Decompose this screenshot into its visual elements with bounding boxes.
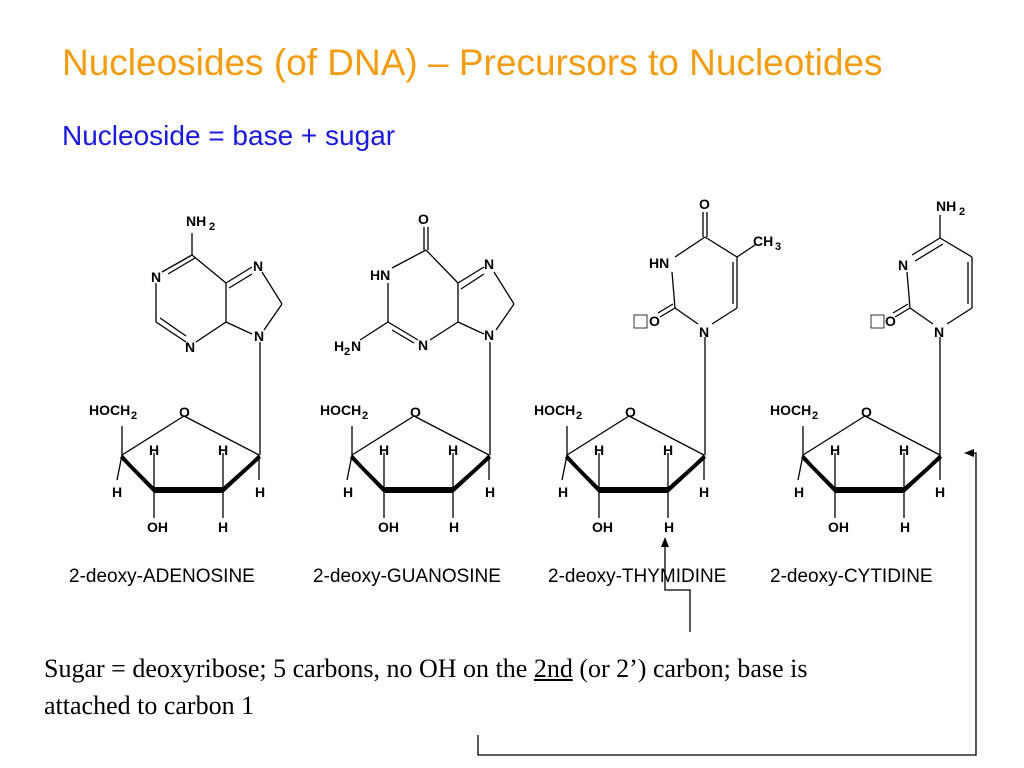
hoch2-label: HOCH [770, 402, 811, 418]
svg-text:H: H [899, 442, 909, 458]
n1-label: N [699, 324, 709, 340]
arrowhead-up-icon [661, 537, 669, 547]
svg-text:H: H [594, 442, 604, 458]
ring-oxygen-label: O [625, 404, 636, 420]
hoch2-label: HOCH [534, 402, 575, 418]
methyl-group-label: CH [753, 233, 773, 249]
svg-text:H: H [830, 442, 840, 458]
slide-subtitle: Nucleoside = base + sugar [62, 120, 396, 151]
sugar-note: Sugar = deoxyribose; 5 carbons, no OH on… [44, 654, 808, 720]
svg-text:2: 2 [812, 410, 818, 422]
n1-label: N [934, 324, 944, 340]
thymidine-structure: O CH 3 HN O N HOCH 2 O H H H H OH H [534, 196, 781, 535]
n3-label: N [418, 337, 428, 353]
n7-label: N [484, 256, 494, 272]
n3-label: N [185, 339, 195, 355]
svg-text:2: 2 [131, 410, 137, 422]
n9-label: N [484, 327, 494, 343]
carbonyl-oxygen-label: O [418, 211, 429, 227]
svg-text:H: H [935, 484, 945, 500]
ring-oxygen-label: O [861, 404, 872, 420]
svg-text:H: H [794, 484, 804, 500]
svg-text:H: H [343, 484, 353, 500]
svg-text:2: 2 [959, 206, 965, 218]
n3h-label: HN [649, 255, 669, 271]
svg-text:H: H [558, 484, 568, 500]
n1h-label: HN [370, 267, 390, 283]
svg-text:3: 3 [775, 241, 781, 253]
amino-group-label: NH [186, 213, 206, 229]
svg-text:2: 2 [209, 221, 215, 233]
hydroxyl-label: OH [592, 519, 613, 535]
n9-label: N [254, 328, 264, 344]
svg-text:H: H [699, 484, 709, 500]
svg-text:H: H [255, 484, 265, 500]
c2-oxygen-label: O [885, 313, 896, 329]
adenosine-structure: NH 2 N N N N HOCH 2 O H H H H OH H [89, 213, 283, 535]
guanosine-structure: O HN N N N H 2 N HOCH 2 O H H H H OH H [320, 211, 515, 535]
svg-text:2: 2 [576, 410, 582, 422]
arrow-to-second-carbon [664, 545, 691, 632]
n3-label: N [898, 257, 908, 273]
amino-group-n-label: N [351, 338, 361, 354]
c2-hydrogen-label: H [664, 519, 674, 535]
adenosine-name: 2-deoxy-ADENOSINE [69, 566, 255, 587]
ring-oxygen-label: O [179, 404, 190, 420]
hydroxyl-label: OH [828, 519, 849, 535]
arrowhead-left-icon [964, 449, 974, 457]
hydroxyl-label: OH [378, 519, 399, 535]
svg-text:H: H [218, 442, 228, 458]
emphasized-second: 2nd [533, 654, 573, 683]
svg-text:H: H [112, 484, 122, 500]
cytidine-structure: NH 2 N O N HOCH 2 O H H H H OH H [770, 198, 973, 535]
slide-title: Nucleosides (of DNA) – Precursors to Nuc… [62, 42, 883, 83]
svg-text:H: H [900, 519, 910, 535]
cytidine-name: 2-deoxy-CYTIDINE [770, 566, 933, 587]
guanosine-name: 2-deoxy-GUANOSINE [313, 566, 501, 587]
arrow-to-first-carbon [477, 452, 977, 756]
amino-group-h-label: H [334, 338, 344, 354]
svg-text:H: H [485, 484, 495, 500]
amino-group-label: NH [936, 198, 956, 214]
hoch2-label: HOCH [320, 402, 361, 418]
svg-text:H: H [149, 442, 159, 458]
hoch2-label: HOCH [89, 402, 130, 418]
thymidine-name: 2-deoxy-THYMIDINE [548, 566, 726, 587]
svg-text:H: H [663, 442, 673, 458]
svg-text:H: H [449, 519, 459, 535]
n1-label: N [151, 269, 161, 285]
carbonyl-oxygen-label: O [699, 196, 710, 212]
svg-text:2: 2 [344, 346, 350, 358]
c2-oxygen-label: O [649, 313, 660, 329]
svg-text:H: H [218, 519, 228, 535]
svg-text:H: H [448, 442, 458, 458]
n7-label: N [253, 258, 263, 274]
ring-oxygen-label: O [410, 404, 421, 420]
svg-text:H: H [379, 442, 389, 458]
svg-text:2: 2 [362, 410, 368, 422]
hydroxyl-label: OH [147, 519, 168, 535]
